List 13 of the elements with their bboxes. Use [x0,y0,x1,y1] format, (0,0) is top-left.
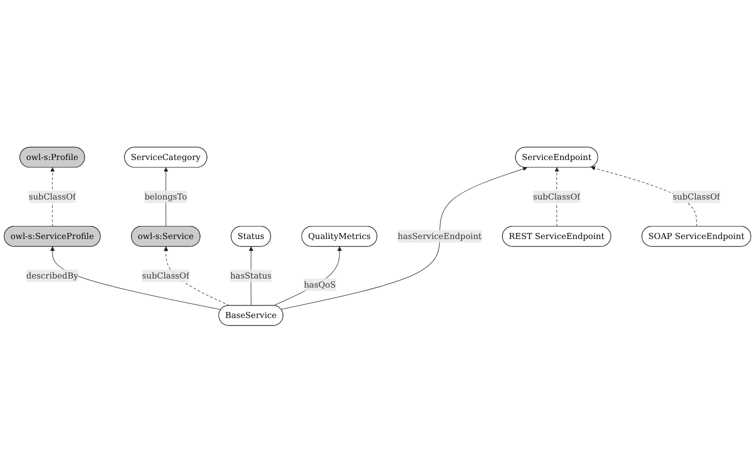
arrow [273,246,342,306]
edge-label: hasStatus [230,270,272,280]
edge-label: subClassOf [142,270,190,280]
edge-label: hasServiceEndpoint [398,230,482,241]
edge-label: describedBy [26,270,78,280]
edge-label: subClassOf [533,191,580,202]
arrow [280,166,528,310]
edge-label: subClassOf [28,191,76,202]
edge-label: subClassOf [672,191,720,202]
edge-label: belongsTo [144,191,187,202]
arrow [590,166,697,226]
edge-label: hasQoS [304,279,336,290]
arrow [50,246,222,310]
